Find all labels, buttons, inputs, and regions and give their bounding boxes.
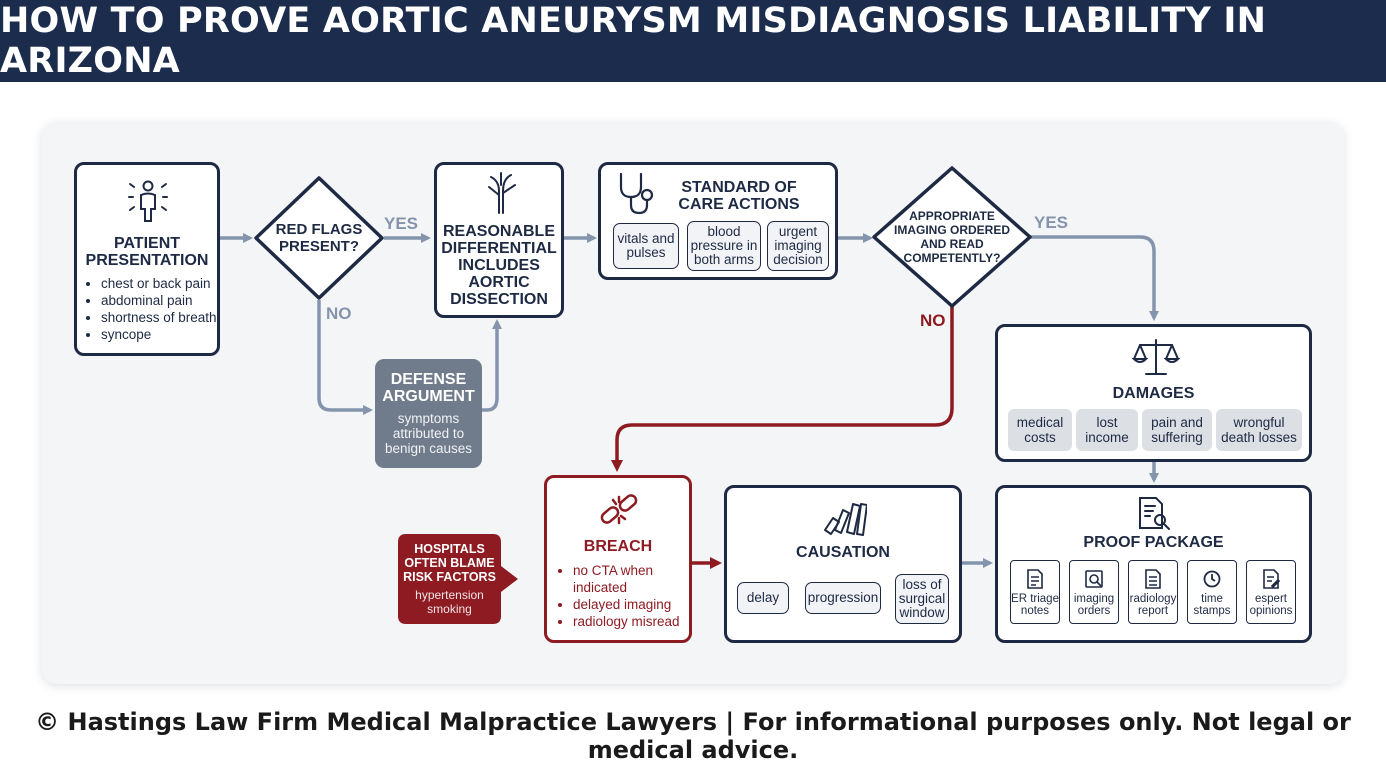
document-magnifier-icon — [1139, 497, 1170, 530]
list-item: no CTA when indicated — [573, 562, 695, 596]
aorta-icon — [488, 172, 516, 214]
dominoes-icon — [824, 503, 867, 536]
imaging-yes-label: YES — [1034, 213, 1069, 232]
causation-box: CAUSATION delay progression loss of surg… — [724, 485, 962, 643]
imaging-diamond — [872, 166, 1032, 308]
header-banner: HOW TO PROVE AORTIC ANEURYSM MISDIAGNOSI… — [0, 0, 1386, 82]
causation-step: loss of surgical window — [895, 574, 949, 624]
file-icon — [1027, 569, 1043, 589]
hospitals-callout: HOSPITALS OFTEN BLAME RISK FACTORS hyper… — [398, 534, 501, 624]
breach-list: no CTA when indicated delayed imaging ra… — [559, 562, 695, 630]
proof-doc-imaging: imaging orders — [1069, 560, 1119, 624]
proof-doc-expert-opinions: espert opinions — [1246, 560, 1296, 624]
arrow-redflags-no — [317, 300, 373, 415]
damages-box: DAMAGES medical costs lost income pain a… — [995, 324, 1312, 462]
breach-box: BREACH no CTA when indicated delayed ima… — [544, 475, 692, 643]
signed-document-icon — [1263, 569, 1280, 589]
list-item: syncope — [101, 326, 217, 343]
page-title: HOW TO PROVE AORTIC ANEURYSM MISDIAGNOSI… — [0, 1, 1267, 81]
proof-doc-label: time stamps — [1193, 593, 1231, 617]
proof-doc-label: espert opinions — [1249, 593, 1293, 617]
red-flags-question: RED FLAGS PRESENT? — [275, 221, 363, 255]
broken-chain-icon — [600, 494, 638, 525]
causation-title: CAUSATION — [796, 544, 890, 561]
standard-title: STANDARD OF CARE ACTIONS — [678, 179, 800, 213]
arrow-defense-to-differential — [482, 319, 502, 412]
hospitals-text: hypertension smoking — [415, 588, 484, 616]
list-item: shortness of breath — [101, 309, 217, 326]
differential-title: REASONABLE DIFFERENTIAL INCLUDES AORTIC … — [441, 223, 557, 308]
proof-doc-er-triage: ER triage notes — [1010, 560, 1060, 624]
proof-package-box: PROOF PACKAGE ER triage notes imaging or… — [995, 485, 1312, 643]
proof-doc-radiology: radiology report — [1128, 560, 1178, 624]
proof-doc-label: radiology report — [1129, 593, 1177, 617]
causation-step: delay — [737, 582, 789, 614]
breach-title: BREACH — [583, 538, 653, 555]
red-flags-yes-label: YES — [384, 214, 419, 233]
person-alert-icon — [128, 180, 168, 222]
list-item: delayed imaging — [573, 596, 695, 613]
proof-doc-timestamps: time stamps — [1187, 560, 1237, 624]
stethoscope-icon — [619, 172, 654, 215]
red-flags-no-label: NO — [326, 304, 352, 323]
defense-text: symptoms attributed to benign causes — [384, 411, 473, 456]
arrow-imaging-yes — [1030, 235, 1159, 321]
list-item: abdominal pain — [101, 292, 217, 309]
imaging-no-label: NO — [920, 311, 946, 330]
patient-symptom-list: chest or back pain abdominal pain shortn… — [87, 275, 217, 343]
standard-chip: vitals and pulses — [613, 223, 679, 269]
standard-chip: blood pressure in both arms — [687, 221, 761, 271]
proof-doc-label: imaging orders — [1073, 593, 1115, 617]
damages-chip: wrongful death losses — [1216, 409, 1302, 451]
defense-argument-box: DEFENSE ARGUMENT symptoms attributed to … — [375, 359, 482, 468]
damages-chip: lost income — [1076, 409, 1138, 451]
patient-title: PATIENT PRESENTATION — [85, 235, 209, 269]
clock-icon — [1203, 570, 1221, 588]
damages-chip: medical costs — [1008, 409, 1072, 451]
damages-chip: pain and suffering — [1142, 409, 1212, 451]
standard-of-care-box: STANDARD OF CARE ACTIONS vitals and puls… — [598, 162, 838, 280]
red-flags-diamond — [254, 176, 384, 300]
scales-of-justice-icon — [1132, 339, 1180, 375]
hospitals-callout-shape — [398, 534, 518, 624]
report-icon — [1145, 569, 1161, 589]
differential-box: REASONABLE DIFFERENTIAL INCLUDES AORTIC … — [434, 162, 564, 318]
damages-title: DAMAGES — [1112, 385, 1195, 402]
imaging-question: APPROPRIATE IMAGING ORDERED AND READ COM… — [894, 209, 1011, 265]
patient-presentation-box: PATIENT PRESENTATION chest or back pain … — [74, 162, 220, 356]
hospitals-title: HOSPITALS OFTEN BLAME RISK FACTORS — [403, 542, 496, 584]
causation-step: progression — [805, 582, 881, 614]
list-item: chest or back pain — [101, 275, 217, 292]
arrow-imaging-no — [611, 306, 954, 472]
proof-doc-label: ER triage notes — [1011, 593, 1059, 617]
defense-title: DEFENSE ARGUMENT — [382, 371, 475, 405]
standard-chip: urgent imaging decision — [767, 221, 829, 271]
list-item: radiology misread — [573, 613, 695, 630]
proof-title: PROOF PACKAGE — [1083, 534, 1224, 551]
image-search-icon — [1085, 570, 1103, 588]
